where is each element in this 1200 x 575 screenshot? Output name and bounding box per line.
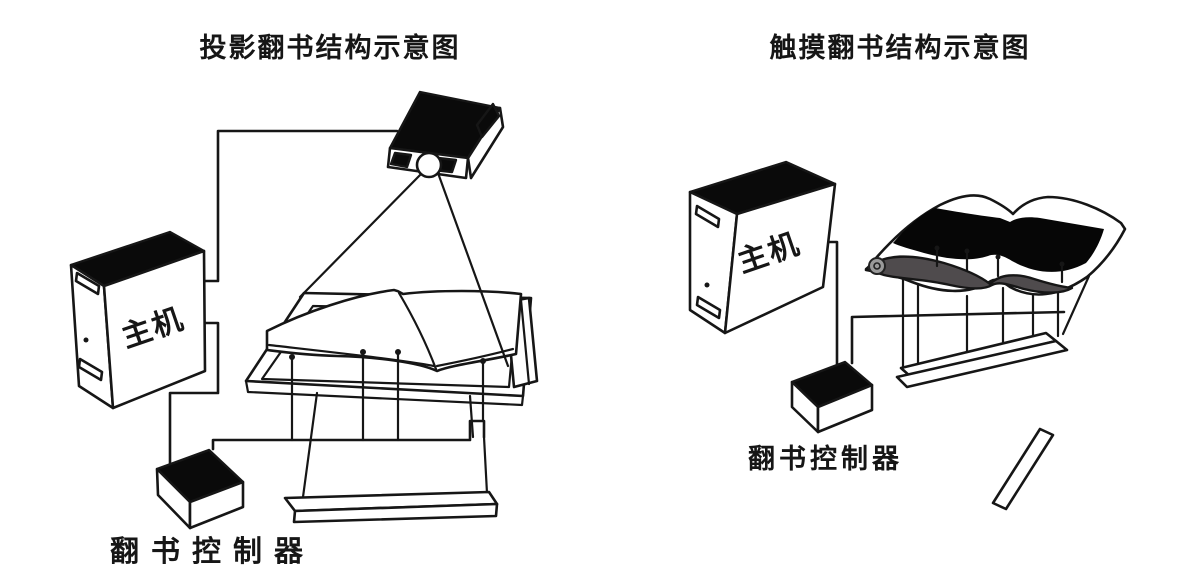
projector-vent <box>389 151 413 169</box>
touch-book-icon <box>864 194 1127 296</box>
cable-projector-to-host <box>202 129 399 283</box>
cables <box>168 129 486 468</box>
drive-bay <box>77 357 104 382</box>
drive-bay <box>695 295 722 320</box>
projector-side-vent <box>475 102 501 139</box>
sensor-pins <box>934 245 1065 284</box>
projector-icon <box>386 90 505 180</box>
cable-controller-to-pedestal <box>850 310 1066 365</box>
cable-host-to-controller <box>827 240 839 368</box>
projector-lens <box>415 151 443 179</box>
power-led <box>704 282 710 288</box>
right-diagram-title: 触摸翻书结构示意图 <box>769 33 1031 64</box>
projection-beam <box>298 170 510 368</box>
controller-label: 翻书控制器 <box>748 444 903 475</box>
book-spine <box>397 291 438 371</box>
drive-bay <box>694 204 721 229</box>
cable-host-to-controller <box>168 321 220 468</box>
cables <box>827 240 1066 368</box>
host-computer-icon <box>69 230 207 410</box>
open-book-icon <box>265 288 523 373</box>
pedestal-foot <box>991 427 1055 511</box>
projection-flipbook-diagram <box>69 90 539 530</box>
touch-flipbook-diagram <box>688 160 1127 511</box>
controller-label: 翻书控制器 <box>110 534 316 568</box>
book-pedestal-icon <box>895 274 1091 511</box>
page-edge <box>435 347 515 368</box>
page-edge <box>267 343 436 368</box>
controller-icon <box>155 448 245 530</box>
cable-controller-to-stand <box>211 419 486 451</box>
page-curl-icon <box>868 257 886 275</box>
host-computer-icon <box>688 160 837 335</box>
sensor-pins <box>289 349 486 442</box>
page-block <box>864 255 1074 294</box>
controller-icon <box>790 360 874 434</box>
drive-bay <box>74 271 101 296</box>
power-led <box>83 337 89 343</box>
left-diagram-title: 投影翻书结构示意图 <box>199 33 461 64</box>
touch-screen-area <box>893 208 1104 272</box>
